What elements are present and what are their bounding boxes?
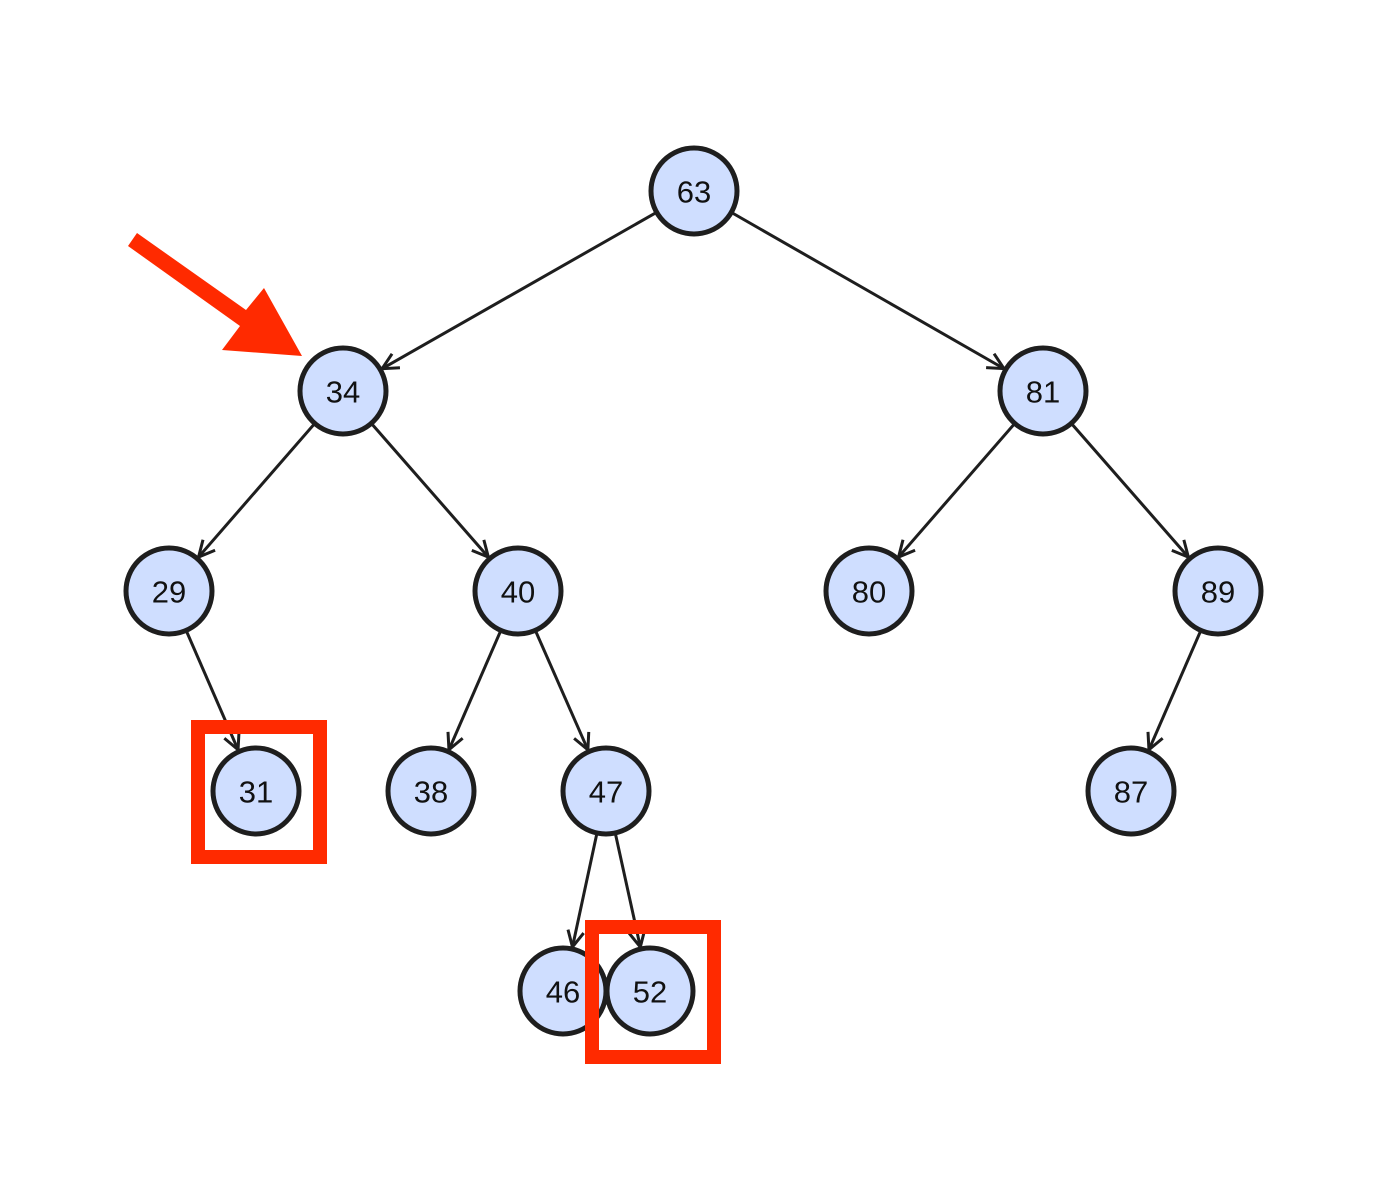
node-label: 29 (152, 575, 186, 610)
node-label: 81 (1026, 375, 1060, 410)
tree-node-89: 89 (1172, 545, 1264, 637)
edge-n34-n40 (370, 423, 488, 557)
tree-node-29: 29 (123, 545, 215, 637)
node-circle (823, 545, 915, 637)
node-circle (297, 345, 389, 437)
tree-node-80: 80 (823, 545, 915, 637)
node-circle (1085, 745, 1177, 837)
node-label: 80 (852, 575, 886, 610)
node-circle (210, 745, 302, 837)
tree-node-46: 46 (517, 945, 609, 1037)
node-circle (648, 145, 740, 237)
edge-n81-n80 (899, 423, 1016, 557)
node-label: 52 (633, 975, 667, 1010)
highlight-box-31 (191, 720, 327, 864)
tree-node-87: 87 (1085, 745, 1177, 837)
highlight-box-52 (585, 920, 721, 1064)
edge-n89-n87 (1149, 630, 1202, 749)
annotations-layer (128, 233, 721, 1064)
tree-node-38: 38 (385, 745, 477, 837)
node-label: 34 (326, 375, 360, 410)
node-circle (472, 545, 564, 637)
node-circle (123, 545, 215, 637)
tree-node-47: 47 (560, 745, 652, 837)
node-label: 89 (1201, 575, 1235, 610)
tree-node-81: 81 (997, 345, 1089, 437)
tree-node-40: 40 (472, 545, 564, 637)
edge-n47-n46 (572, 833, 599, 947)
edge-n34-n29 (199, 423, 316, 557)
edges-layer (185, 211, 1202, 947)
tree-node-31: 31 (210, 745, 302, 837)
node-label: 38 (414, 775, 448, 810)
node-label: 40 (501, 575, 535, 610)
red-pointer-arrow-icon (128, 233, 302, 356)
tree-node-63: 63 (648, 145, 740, 237)
nodes-layer: 63 34 81 29 40 80 89 31 38 47 87 46 52 (123, 145, 1264, 1037)
node-label: 31 (239, 775, 273, 810)
node-label: 47 (589, 775, 623, 810)
node-circle (997, 345, 1089, 437)
node-circle (560, 745, 652, 837)
node-label: 63 (677, 175, 711, 210)
node-circle (385, 745, 477, 837)
edge-n63-n81 (731, 211, 1004, 369)
edge-n63-n34 (382, 211, 657, 369)
node-label: 87 (1114, 775, 1148, 810)
edge-n40-n47 (534, 630, 588, 750)
edge-n81-n89 (1070, 423, 1188, 557)
node-label: 46 (546, 975, 580, 1010)
node-circle (604, 945, 696, 1037)
tree-node-52: 52 (604, 945, 696, 1037)
tree-node-34: 34 (297, 345, 389, 437)
edge-n40-n38 (449, 630, 502, 749)
node-circle (1172, 545, 1264, 637)
